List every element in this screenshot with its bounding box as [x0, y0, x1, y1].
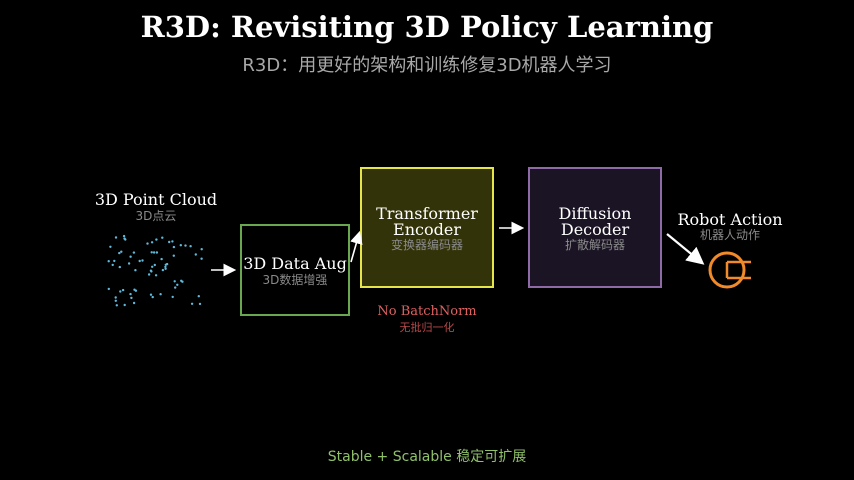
point-cloud-dot: [150, 241, 154, 244]
point-cloud-dot: [164, 263, 167, 266]
point-cloud-dot: [164, 265, 167, 269]
point-cloud-dot: [129, 255, 132, 258]
point-cloud-dot: [109, 245, 112, 248]
point-cloud-dot: [161, 236, 164, 239]
point-cloud-dot: [146, 242, 149, 245]
point-cloud-dot: [153, 263, 156, 267]
point-cloud-dot: [181, 280, 184, 283]
point-cloud-dot: [114, 236, 118, 239]
point-cloud-dot: [190, 302, 194, 305]
point-cloud-dot: [121, 288, 125, 292]
point-cloud-dot: [130, 296, 133, 300]
point-cloud-dot: [113, 259, 116, 263]
point-cloud-dot: [151, 295, 154, 299]
encoder-box: Transformer Encoder 变换器编码器: [360, 167, 494, 288]
point-cloud-dot: [198, 302, 202, 306]
point-cloud-dot: [149, 293, 153, 296]
point-cloud-dot: [127, 262, 131, 265]
robot-action-label: Robot Action: [677, 210, 783, 229]
point-cloud-dot: [123, 237, 126, 240]
decoder-box: Diffusion Decoder 扩散解码器: [528, 167, 662, 288]
encoder-label-line2: Encoder: [393, 220, 461, 239]
point-cloud-dot: [150, 251, 153, 254]
decoder-sublabel: 扩散解码器: [564, 238, 625, 252]
point-cloud-dots: [107, 234, 203, 307]
point-cloud-dot: [200, 248, 203, 251]
point-cloud-dot: [129, 292, 132, 296]
point-cloud-dot: [118, 265, 122, 269]
point-cloud-dot: [122, 234, 126, 238]
point-cloud-dot: [165, 262, 169, 266]
no-batchnorm-note: No BatchNorm: [377, 304, 477, 319]
point-cloud-dot: [107, 287, 111, 291]
point-cloud-dot: [168, 240, 171, 244]
point-cloud-dot: [114, 296, 117, 299]
point-cloud-dot: [149, 269, 153, 272]
no-batchnorm-subnote: 无批归一化: [399, 321, 455, 334]
point-cloud-dot: [171, 240, 174, 243]
data-aug-box: 3D Data Aug 3D数据增强: [240, 224, 350, 316]
point-cloud-dot: [189, 245, 192, 248]
point-cloud-dot: [176, 283, 179, 286]
data-aug-label: 3D Data Aug: [243, 254, 347, 273]
point-cloud-dot: [159, 293, 162, 296]
point-cloud-dot: [107, 260, 110, 263]
point-cloud-dot: [155, 251, 159, 254]
point-cloud-dot: [164, 267, 167, 270]
footer-tagline: Stable + Scalable 稳定可扩展: [327, 449, 527, 465]
point-cloud-dot: [171, 295, 174, 299]
point-cloud-dot: [150, 270, 153, 273]
point-cloud-dot: [173, 280, 176, 283]
point-cloud-dot: [134, 269, 137, 272]
point-cloud-dot: [124, 238, 127, 241]
point-cloud-dot: [119, 290, 122, 293]
point-cloud-dot: [132, 251, 136, 254]
point-cloud-dot: [200, 257, 203, 260]
encoder-label-line1: Transformer: [376, 204, 478, 223]
point-cloud-dot: [197, 295, 200, 298]
point-cloud-label: 3D Point Cloud: [94, 190, 218, 209]
point-cloud-dot: [172, 254, 175, 257]
point-cloud-dot: [138, 259, 141, 263]
point-cloud-dot: [120, 250, 123, 253]
decoder-label-line2: Decoder: [560, 220, 630, 239]
robot-gripper-icon: [708, 251, 751, 289]
point-cloud-dot: [155, 238, 158, 241]
point-cloud-dot: [180, 279, 183, 282]
point-cloud-dot: [133, 288, 136, 291]
point-cloud-dot: [118, 251, 121, 255]
point-cloud-dot: [115, 304, 119, 307]
point-cloud-dot: [172, 245, 176, 249]
data-aug-sublabel: 3D数据增强: [262, 273, 328, 287]
point-cloud-sublabel: 3D点云: [135, 209, 177, 223]
point-cloud-dot: [184, 244, 187, 247]
page-subtitle: R3D：用更好的架构和训练修复3D机器人学习: [242, 55, 612, 76]
point-cloud-dot: [114, 299, 118, 302]
point-cloud-dot: [132, 301, 136, 305]
point-cloud-dot: [147, 273, 151, 276]
point-cloud-dot: [151, 265, 154, 268]
decoder-label-line1: Diffusion: [558, 204, 632, 223]
arrow-aug-to-encoder: [350, 230, 363, 263]
page-title: R3D: Revisiting 3D Policy Learning: [140, 10, 714, 44]
point-cloud-dot: [161, 268, 165, 272]
point-cloud-dot: [134, 289, 138, 292]
point-cloud-dot: [154, 274, 158, 277]
point-cloud-dot: [111, 263, 114, 267]
point-cloud-dot: [174, 286, 177, 289]
encoder-sublabel: 变换器编码器: [390, 238, 463, 252]
point-cloud-dot: [194, 253, 197, 256]
point-cloud-dot: [141, 259, 144, 262]
point-cloud-dot: [123, 303, 126, 307]
robot-action-sublabel: 机器人动作: [699, 228, 760, 242]
point-cloud-dot: [179, 244, 182, 247]
point-cloud-dot: [152, 251, 156, 254]
point-cloud-dot: [160, 257, 163, 261]
